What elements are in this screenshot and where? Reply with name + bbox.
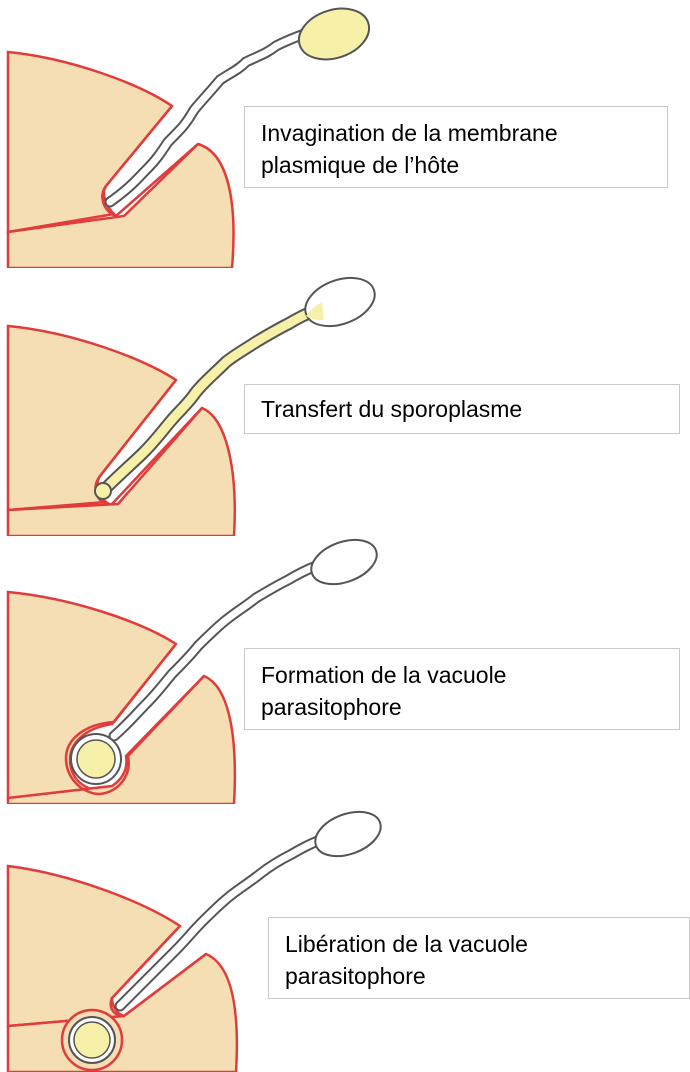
spore <box>299 269 382 335</box>
sporoplasm-tip <box>95 483 111 499</box>
step-2-panel: Transfert du sporoplasme <box>0 268 690 536</box>
spore <box>305 536 383 592</box>
parasitophorous-vacuole <box>77 740 115 778</box>
step-3-label: Formation de la vacuole parasitophore <box>244 648 680 730</box>
step-1-label: Invagination de la membrane plasmique de… <box>244 106 668 188</box>
parasitophorous-vacuole <box>74 1022 110 1058</box>
step-2-label: Transfert du sporoplasme <box>244 384 680 434</box>
step-4-panel: Libération de la vacuole parasitophore <box>0 804 690 1072</box>
step-3-panel: Formation de la vacuole parasitophore <box>0 536 690 804</box>
spore <box>292 0 375 68</box>
step-1-panel: Invagination de la membrane plasmique de… <box>0 0 690 268</box>
spore <box>309 804 387 864</box>
step-4-label: Libération de la vacuole parasitophore <box>268 917 690 999</box>
